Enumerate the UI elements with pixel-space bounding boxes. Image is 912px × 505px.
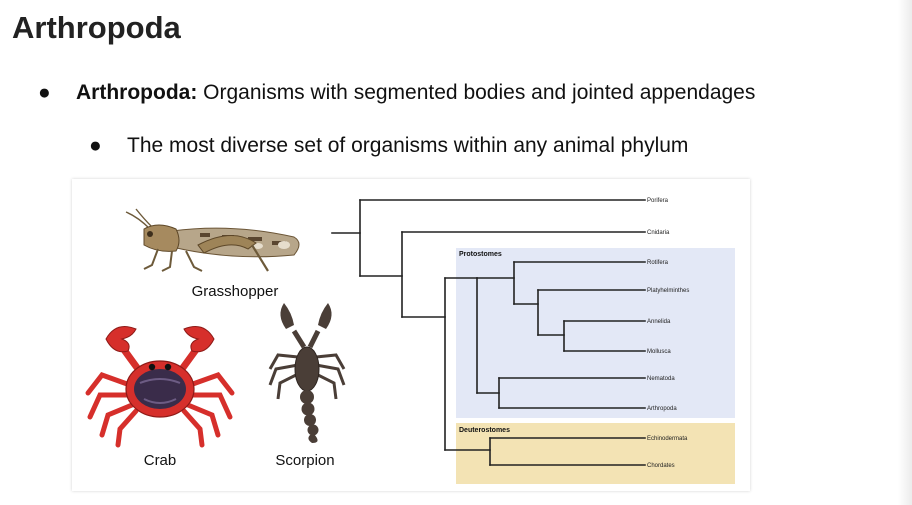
taxon-label-echinodermata: Echinodermata [647, 436, 688, 442]
group-label-protostomes: Protostomes [459, 251, 502, 258]
slide-title: Arthropoda [12, 10, 181, 45]
scorpion-illustration [268, 303, 346, 443]
taxon-label-annelida: Annelida [647, 319, 671, 325]
bullet-definition-text: Organisms with segmented bodies and join… [197, 81, 756, 104]
taxon-label-porifera: Porifera [647, 198, 669, 204]
right-gutter [898, 0, 912, 505]
grasshopper-illustration [125, 208, 300, 272]
bullet-diversity-text: The most diverse set of organisms within… [127, 134, 689, 157]
taxon-label-rotifera: Rotifera [647, 260, 669, 266]
taxon-label-nematoda: Nematoda [647, 376, 675, 382]
phylogeny-figure: Porifera Cnidaria Rotifera Platyhelminth… [72, 179, 750, 491]
phylogenetic-tree: Porifera Cnidaria Rotifera Platyhelminth… [331, 198, 735, 484]
scorpion-label: Scorpion [275, 452, 335, 469]
taxon-label-arthropoda: Arthropoda [647, 406, 677, 412]
deuterostomes-region [456, 423, 735, 484]
tree-branches [331, 199, 646, 466]
taxon-label-cnidaria: Cnidaria [647, 230, 670, 236]
grasshopper-label: Grasshopper [191, 283, 279, 300]
bullet-dot-icon: ● [38, 81, 51, 104]
taxon-label-platyhelminthes: Platyhelminthes [647, 288, 689, 294]
bullet-dot-icon: ● [89, 134, 102, 157]
taxon-label-chordates: Chordates [647, 463, 675, 469]
bullet-term: Arthropoda: [76, 81, 198, 104]
group-label-deuterostomes: Deuterostomes [459, 427, 510, 434]
crab-label: Crab [143, 452, 177, 469]
protostomes-region [456, 248, 735, 418]
crab-illustration [85, 326, 235, 448]
taxon-label-mollusca: Mollusca [647, 349, 671, 355]
figure-canvas: Porifera Cnidaria Rotifera Platyhelminth… [85, 198, 735, 484]
